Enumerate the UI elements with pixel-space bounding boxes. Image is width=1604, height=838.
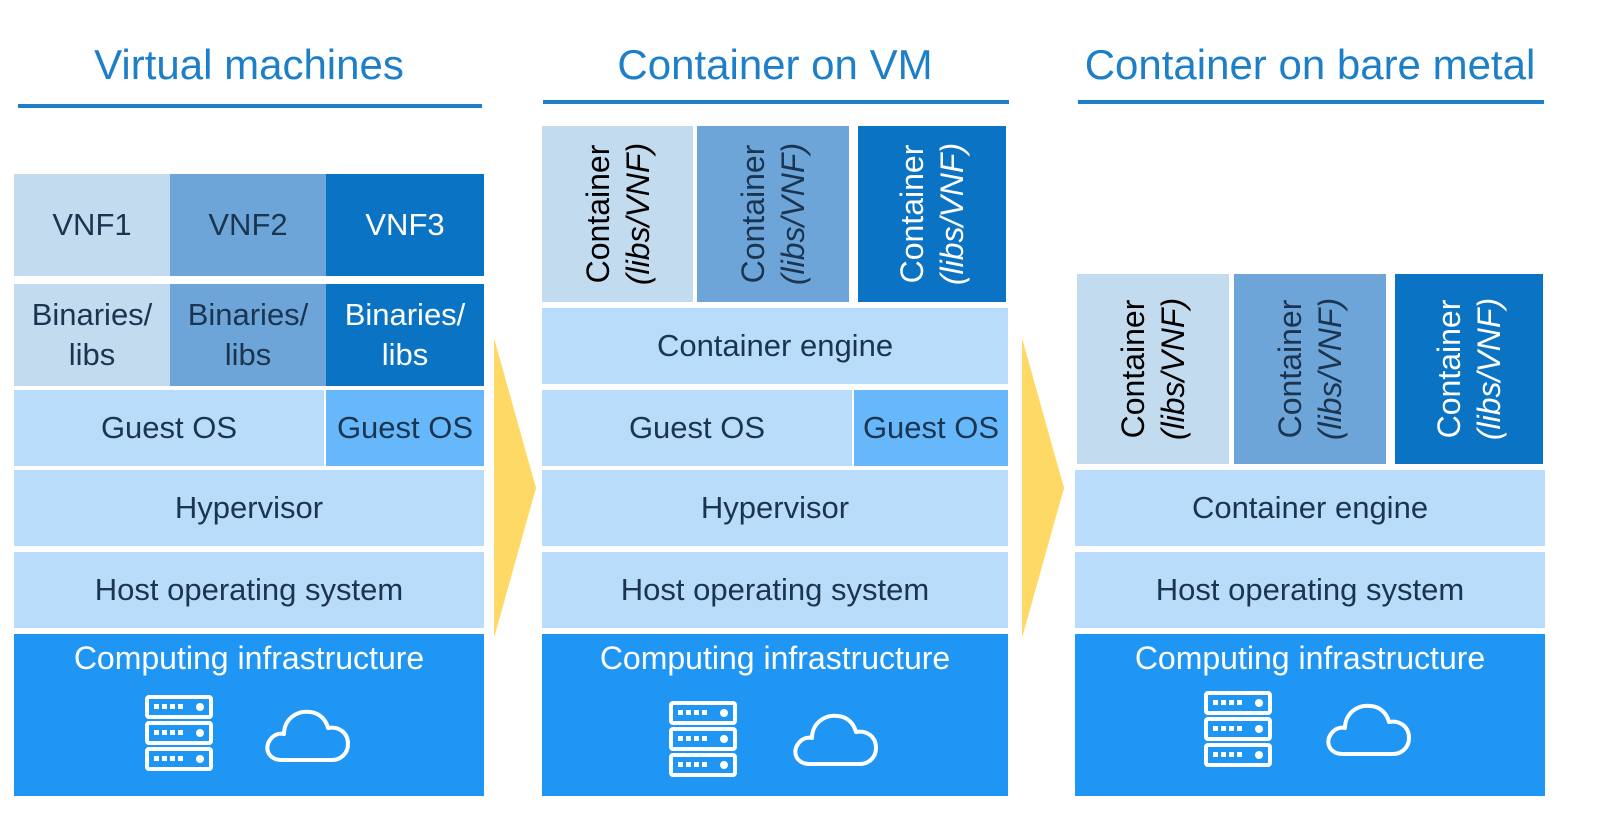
container-block-1: Container(libs/VNF) bbox=[542, 126, 693, 302]
container-label: Container bbox=[1115, 299, 1151, 439]
arrow-right-1 bbox=[494, 338, 536, 638]
guest-os-block: Guest OS bbox=[14, 390, 324, 466]
computing-infrastructure-label: Computing infrastructure bbox=[73, 640, 425, 676]
container-engine-layer: Container engine bbox=[1075, 470, 1545, 546]
container-block-3: Container(libs/VNF) bbox=[1395, 274, 1543, 464]
vnf3-block: VNF3 bbox=[326, 174, 484, 276]
host-os-layer: Host operating system bbox=[542, 552, 1008, 628]
binaries-libs-block-3: Binaries/ libs bbox=[326, 284, 484, 386]
server-rack-icon bbox=[145, 695, 213, 771]
container-sublabel: (libs/VNF) bbox=[1155, 297, 1191, 441]
hypervisor-layer: Hypervisor bbox=[14, 470, 484, 546]
guest-os-block-secondary: Guest OS bbox=[854, 390, 1008, 466]
guest-os-block-secondary: Guest OS bbox=[326, 390, 484, 466]
container-engine-layer: Container engine bbox=[542, 308, 1008, 384]
computing-infrastructure-label: Computing infrastructure bbox=[1134, 640, 1486, 676]
container-label: Container bbox=[1431, 299, 1467, 439]
column-title-container-on-bare-metal: Container on bare metal bbox=[1084, 41, 1536, 88]
computing-infrastructure-label: Computing infrastructure bbox=[599, 640, 951, 676]
container-label: Container bbox=[894, 144, 930, 284]
container-sublabel: (libs/VNF) bbox=[934, 142, 970, 286]
title-underline bbox=[1078, 100, 1544, 104]
host-os-layer: Host operating system bbox=[1075, 552, 1545, 628]
host-os-layer: Host operating system bbox=[14, 552, 484, 628]
container-sublabel: (libs/VNF) bbox=[1312, 297, 1348, 441]
container-block-1: Container(libs/VNF) bbox=[1077, 274, 1229, 464]
binaries-libs-block-1: Binaries/ libs bbox=[14, 284, 170, 386]
server-rack-icon bbox=[1204, 691, 1272, 767]
cloud-icon bbox=[265, 709, 350, 762]
container-label: Container bbox=[579, 144, 616, 284]
container-block-2: Container(libs/VNF) bbox=[1234, 274, 1386, 464]
title-underline bbox=[543, 100, 1009, 104]
container-sublabel: (libs/VNF) bbox=[1471, 297, 1507, 441]
guest-os-block: Guest OS bbox=[542, 390, 852, 466]
arrow-right-2 bbox=[1022, 338, 1064, 638]
container-sublabel: (libs/VNF) bbox=[775, 142, 811, 286]
column-title-container-on-vm: Container on VM bbox=[617, 41, 933, 88]
container-block-3: Container(libs/VNF) bbox=[858, 126, 1006, 302]
binaries-libs-block-2: Binaries/ libs bbox=[170, 284, 326, 386]
vnf2-block: VNF2 bbox=[170, 174, 326, 276]
computing-infrastructure-layer: Computing infrastructure bbox=[1075, 634, 1545, 796]
server-rack-icon bbox=[669, 701, 737, 777]
computing-infrastructure-layer: Computing infrastructure bbox=[542, 634, 1008, 796]
column-title-virtual-machines: Virtual machines bbox=[94, 41, 404, 88]
cloud-icon bbox=[1326, 703, 1411, 756]
cloud-icon bbox=[793, 713, 878, 766]
container-block-2: Container(libs/VNF) bbox=[697, 126, 849, 302]
vnf1-block: VNF1 bbox=[14, 174, 170, 276]
container-sublabel: (libs/VNF) bbox=[619, 142, 656, 286]
container-label: Container bbox=[735, 144, 771, 284]
computing-infrastructure-layer: Computing infrastructure bbox=[14, 634, 484, 796]
title-underline bbox=[18, 104, 482, 108]
hypervisor-layer: Hypervisor bbox=[542, 470, 1008, 546]
container-label: Container bbox=[1272, 299, 1308, 439]
